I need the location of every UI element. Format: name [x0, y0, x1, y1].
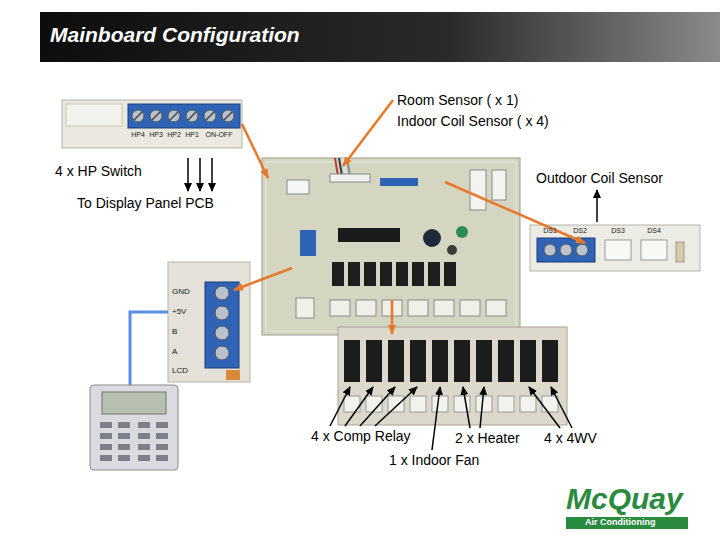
pin-name: DS4 [647, 227, 661, 235]
callout-label: 2 x Heater [455, 430, 520, 446]
callout-label: 1 x Indoor Fan [389, 452, 479, 468]
pin-name: DS2 [573, 227, 587, 235]
pin-name: HP2 [167, 131, 181, 139]
logo-text: McQuay [566, 482, 683, 517]
hp-terminal-photo [62, 100, 242, 148]
pointer-arrows [188, 158, 597, 450]
pin-name: HP3 [149, 131, 163, 139]
pin-name: ON-OFF [206, 131, 233, 139]
relay-photo [338, 327, 567, 425]
slide-title: Mainboard Configuration [50, 23, 300, 47]
callout-label: 4 x Comp Relay [311, 428, 411, 444]
pin-name: HP4 [131, 131, 145, 139]
cable [130, 312, 168, 385]
outdoor-terminal-photo [530, 225, 700, 271]
callout-label: 4 x 4WV [544, 430, 597, 446]
header-bar [40, 12, 720, 62]
pin-name: B [172, 327, 177, 336]
pin-name: DS1 [543, 227, 557, 235]
logo-tagline: Air Conditioning [585, 517, 655, 527]
pin-name: HP1 [185, 131, 199, 139]
display-terminal-photo [168, 262, 250, 382]
pin-name: +5V [172, 307, 186, 316]
callout-label: Indoor Coil Sensor ( x 4) [397, 113, 549, 129]
pin-name: LCD [172, 366, 188, 375]
leader-arrows [234, 100, 585, 334]
callout-label: Room Sensor ( x 1) [397, 92, 518, 108]
controller-picture [90, 385, 178, 470]
callout-label: To Display Panel PCB [77, 195, 214, 211]
logo-bar [566, 517, 688, 529]
pin-name: DS3 [611, 227, 625, 235]
pin-name: GND [172, 287, 190, 296]
mainboard-photo [262, 158, 520, 335]
callout-label: Outdoor Coil Sensor [536, 170, 663, 186]
callout-label: 4 x HP Switch [55, 163, 142, 179]
pin-name: A [172, 347, 177, 356]
